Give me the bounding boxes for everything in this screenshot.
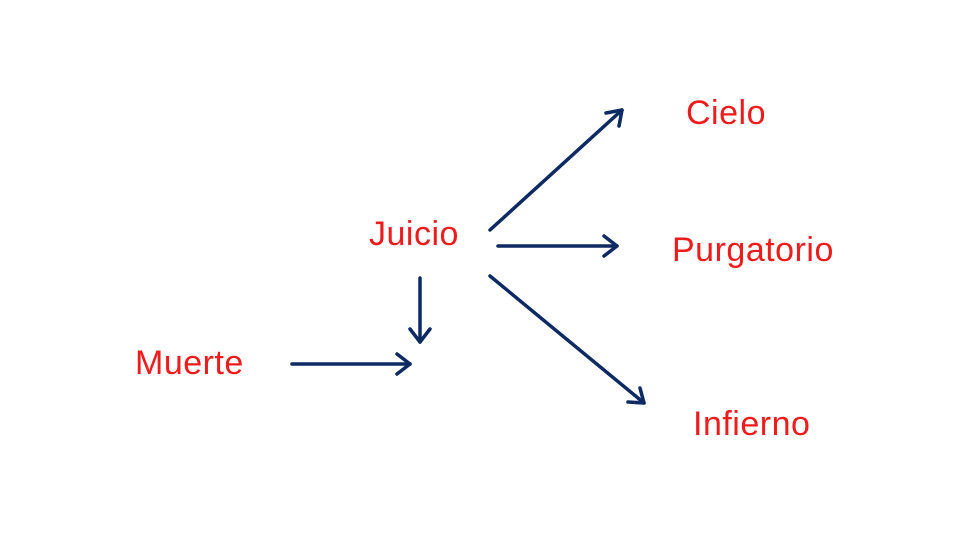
arrow-juicio-to-junction (408, 276, 432, 344)
node-infierno: Infierno (693, 405, 811, 443)
arrow-juicio-to-purgatorio (496, 234, 619, 258)
node-muerte: Muerte (135, 344, 244, 382)
arrow-muerte-to-junction (290, 352, 412, 376)
arrow-juicio-to-cielo (488, 108, 624, 232)
node-purgatorio: Purgatorio (672, 231, 834, 269)
node-cielo: Cielo (686, 94, 766, 132)
arrow-juicio-to-infierno (488, 274, 646, 405)
node-juicio: Juicio (369, 215, 459, 253)
